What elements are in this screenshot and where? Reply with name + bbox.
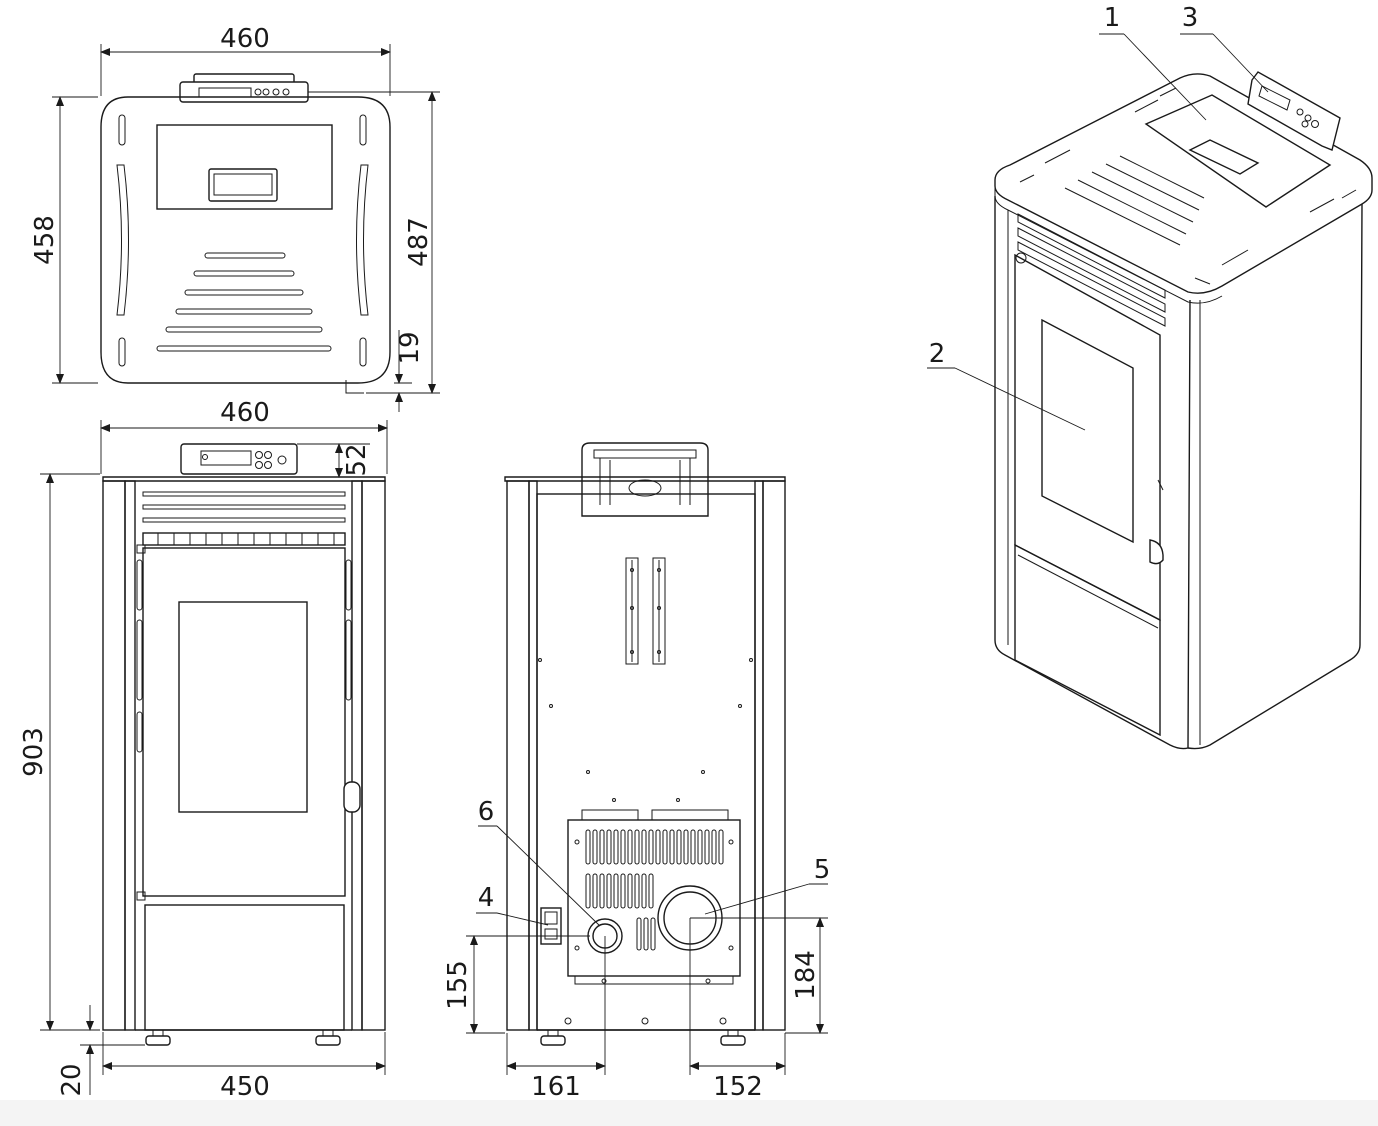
- top-view: 460 458 487 19: [30, 24, 440, 412]
- dim-air-inlet-x: 161: [531, 1072, 581, 1102]
- callout-1: 1: [1104, 3, 1121, 33]
- callout-5: 5: [814, 855, 831, 885]
- dim-front-panel: 52: [342, 443, 372, 476]
- callout-2: 2: [929, 339, 946, 369]
- callout-4: 4: [478, 883, 495, 913]
- callout-6: 6: [478, 797, 495, 827]
- isometric-view: 1 3 2: [927, 3, 1373, 750]
- bottom-strip: [0, 1100, 1378, 1126]
- back-view: 6 4 5 155 184 161 152: [443, 442, 831, 1102]
- dim-front-width-top: 460: [220, 398, 270, 428]
- dim-top-width: 460: [220, 24, 270, 54]
- vent-slots-bottom: [585, 873, 656, 951]
- dim-top-depth: 458: [30, 215, 60, 265]
- dim-top-depth-total: 487: [404, 217, 434, 267]
- callout-3: 3: [1182, 3, 1199, 33]
- dim-front-feet: 20: [57, 1063, 87, 1096]
- dim-air-inlet-height: 155: [443, 960, 473, 1010]
- dim-top-offset: 19: [395, 331, 425, 364]
- vent-slots-top: [585, 829, 724, 865]
- front-view: 460 903 52 20 450: [19, 398, 388, 1102]
- dim-flue-height: 184: [791, 950, 821, 1000]
- dim-front-width-bottom: 450: [220, 1072, 270, 1102]
- dim-front-height: 903: [19, 727, 49, 777]
- dim-flue-x: 152: [713, 1072, 763, 1102]
